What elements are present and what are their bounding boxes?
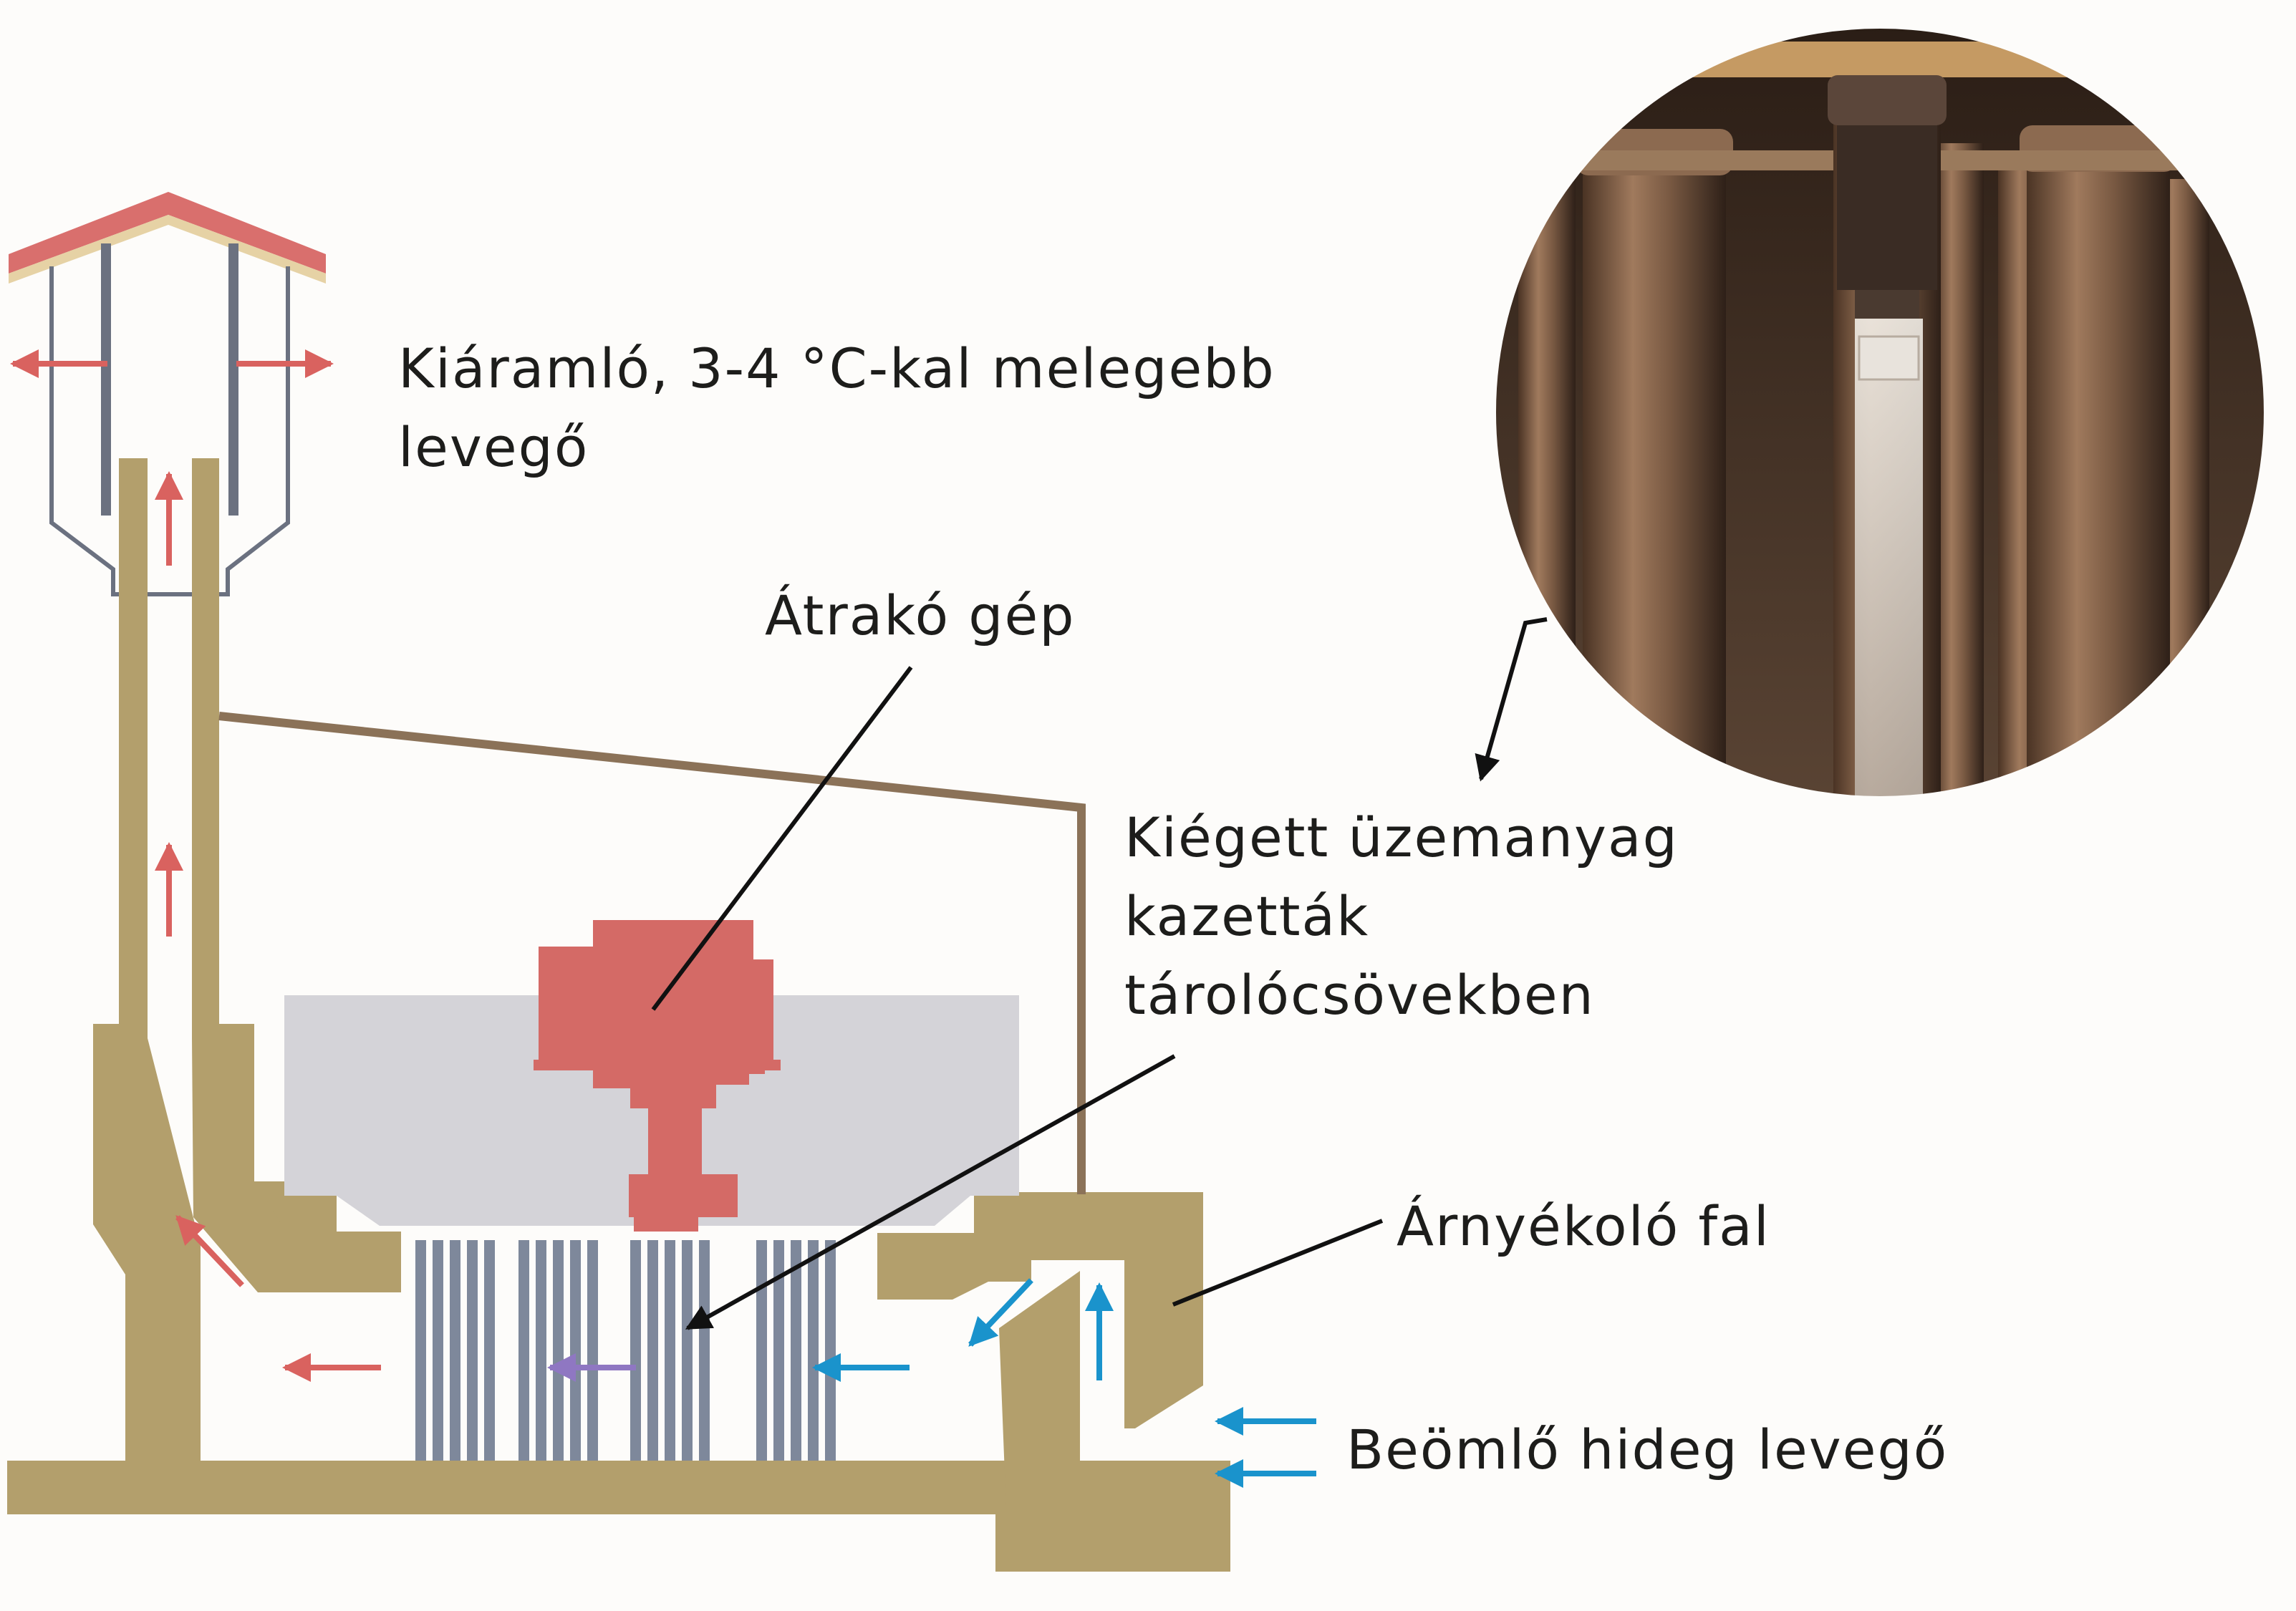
leader-shield-wall <box>1172 1219 1384 1307</box>
cold-air-arrows <box>812 1278 1316 1488</box>
fuel-tube-group-2 <box>518 1240 598 1461</box>
leader-spent-fuel <box>685 1054 1176 1330</box>
closeup-center-tube <box>1828 75 1947 798</box>
chimney-hood <box>9 192 326 596</box>
leader-lines <box>651 617 1548 1330</box>
chimney-inner-wall <box>192 458 401 1292</box>
roof <box>9 192 326 274</box>
label-spent-fuel-line1: Kiégett üzemanyag <box>1124 806 1679 869</box>
closeup-tube-right <box>2020 125 2177 798</box>
fuel-assembly <box>1855 319 1923 798</box>
label-spent-fuel-line3: tárolócsövekben <box>1124 963 1595 1027</box>
fuel-tube-bank <box>415 1240 836 1461</box>
label-transfer-machine: Átrakó gép <box>765 584 1076 647</box>
hood-outline <box>49 266 290 596</box>
label-inflow-air: Beömlő hideg levegő <box>1346 1418 1949 1481</box>
label-spent-fuel-line2: kazetták <box>1124 884 1370 948</box>
fuel-tube-group-4 <box>756 1240 836 1461</box>
cold-air-arrow-diagonal <box>968 1278 1033 1347</box>
label-outflow-air-line1: Kiáramló, 3-4 °C-kal melegebb <box>398 337 1275 400</box>
transfer-machine <box>534 920 781 1232</box>
inlet-ledge <box>877 1233 1031 1300</box>
hot-air-arrows <box>10 349 381 1382</box>
inlet-divider-wall <box>999 1271 1080 1511</box>
leader-transfer-machine <box>651 666 913 1011</box>
label-shield-wall: Árnyékoló fal <box>1397 1194 1770 1258</box>
closeup-tube-left <box>1576 129 1733 798</box>
fuel-tube-group-3 <box>630 1240 710 1461</box>
fuel-tube-group-1 <box>415 1240 495 1461</box>
hall-wall <box>218 712 1086 1194</box>
leader-circle-detail <box>1475 617 1548 782</box>
label-spent-fuel: Kiégett üzemanyag kazetták tárolócsövekb… <box>1124 798 1679 1035</box>
closeup-frame <box>1493 26 2267 799</box>
label-outflow-air-line2: levegő <box>398 415 589 479</box>
label-outflow-air: Kiáramló, 3-4 °C-kal melegebb levegő <box>398 329 1275 487</box>
floor-slab <box>7 1461 1230 1572</box>
hot-air-arrow-diagonal <box>175 1215 244 1287</box>
chimney-outer-wall <box>93 458 201 1471</box>
